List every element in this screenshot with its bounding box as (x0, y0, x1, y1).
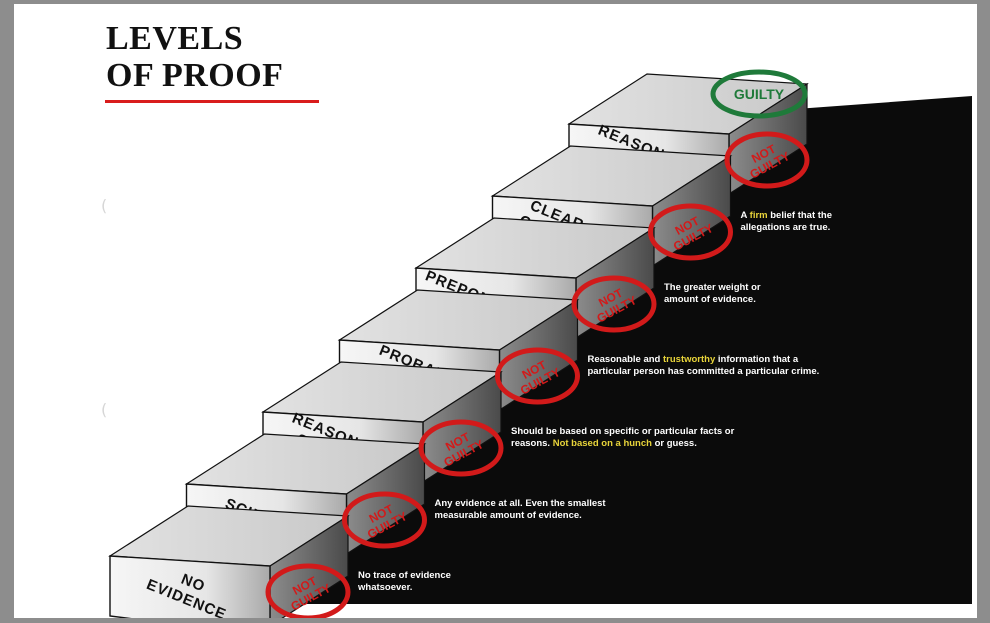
stamp-ellipse (648, 203, 733, 261)
description-text: or guess. (651, 437, 697, 449)
step-description: Reasonable and trustworthy information t… (588, 354, 820, 377)
stamp-ellipse (342, 491, 427, 549)
step-front (109, 555, 271, 618)
stamp-ellipse (495, 347, 580, 405)
highlighted-term: firm (749, 210, 768, 221)
stamp-ellipse (571, 275, 657, 333)
description-text: Reasonable and (587, 354, 663, 365)
title-line-1: LEVELS (106, 20, 244, 57)
step-description: A firm belief that the allegations are t… (741, 210, 833, 233)
step-description: Any evidence at all. Even the smallest m… (435, 498, 606, 521)
description-text: The greater weight or amount of evidence… (664, 282, 761, 305)
description-text: belief that the allegations are true. (740, 210, 833, 233)
punch-hole-mark: ( (101, 400, 108, 419)
guilty-text: GUILTY (734, 86, 785, 102)
highlighted-term: trustworthy (663, 354, 716, 365)
description-text: information that a particular person has… (587, 354, 820, 377)
staircase-shadow (270, 96, 972, 604)
highlighted-term: Not based on a hunch (552, 437, 652, 449)
punch-hole-mark: ( (101, 196, 108, 215)
step-description: Should be based on specific or particula… (511, 426, 734, 449)
guilty-ellipse (710, 69, 808, 119)
levels-of-proof-page: LEVELS OF PROOF ( ( REASONABLEDOUBTCLEAR… (14, 4, 977, 618)
step-description: The greater weight or amount of evidence… (664, 282, 761, 305)
title-line-2: OF PROOF (106, 57, 284, 94)
description-text: Should be based on specific or particula… (511, 426, 735, 449)
guilty-stamp: GUILTY (710, 69, 808, 119)
staircase-diagram: REASONABLEDOUBTCLEAR ANDCONVINCINGPREPON… (108, 69, 972, 618)
description-text: No trace of evidence whatsoever. (358, 570, 451, 593)
step-description: No trace of evidence whatsoever. (358, 570, 451, 593)
step-1: NOEVIDENCE (108, 505, 350, 618)
description-text: Any evidence at all. Even the smallest m… (434, 498, 606, 521)
stamp-ellipse (418, 419, 504, 477)
stamp-ellipse (724, 131, 810, 189)
stamp-ellipse (265, 563, 351, 618)
description-text: A (740, 210, 750, 221)
title-underline (105, 100, 319, 103)
